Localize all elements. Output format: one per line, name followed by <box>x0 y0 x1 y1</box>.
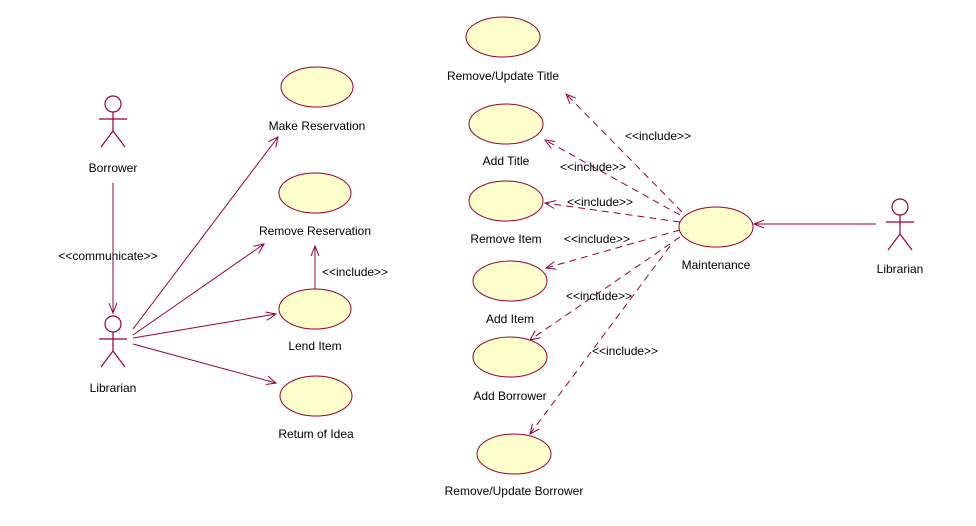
usecase-label: Remove Reservation <box>259 224 371 238</box>
include-add-item[interactable] <box>544 229 681 270</box>
arrowhead <box>268 136 279 148</box>
include-stereotype-5: <<include>> <box>566 289 632 303</box>
arrowhead <box>544 261 557 270</box>
include-remove-update-title[interactable] <box>565 93 683 213</box>
usecase-label: Add Item <box>486 312 534 326</box>
association-maintenance[interactable] <box>752 219 876 229</box>
include-add-title[interactable] <box>543 139 681 216</box>
include-line <box>565 93 683 213</box>
include-remove-update-borrower[interactable] <box>529 245 671 435</box>
usecase-add-title[interactable]: Add Title <box>468 103 544 168</box>
communicate-stereotype: <<communicate>> <box>58 249 157 263</box>
usecase-label: Lend Item <box>288 339 341 353</box>
include-lend-remove-reservation[interactable] <box>310 244 320 290</box>
actor-librarian-left-label: Librarian <box>90 381 137 395</box>
actor-leg-right <box>112 350 126 368</box>
usecase-label: Retum of Idea <box>278 427 354 441</box>
usecase-label: Remove/Update Title <box>447 69 559 83</box>
actor-head <box>891 198 909 216</box>
association-return-of-idea[interactable] <box>132 343 278 385</box>
actor-head <box>104 315 122 333</box>
usecase-ellipse <box>468 103 544 145</box>
arrowhead <box>310 244 320 257</box>
actor-librarian-right-label: Librarian <box>877 262 924 276</box>
actor-leg-right <box>112 130 126 148</box>
usecase-return-of-idea[interactable]: Retum of Idea <box>278 375 354 441</box>
usecase-label: Make Reservation <box>269 119 366 133</box>
usecase-label: Maintenance <box>682 258 751 272</box>
arrowhead <box>253 243 265 254</box>
include-remove-item[interactable] <box>543 200 681 223</box>
usecase-label: Add Title <box>483 154 530 168</box>
arrowhead <box>543 200 557 209</box>
usecase-ellipse <box>280 66 354 108</box>
actor-leg-left <box>100 350 114 368</box>
include-line <box>544 139 681 216</box>
usecase-remove-update-title[interactable]: Remove/Update Title <box>447 16 559 83</box>
association-line <box>132 243 265 336</box>
arrowhead <box>529 330 541 341</box>
include-stereotype-2: <<include>> <box>560 160 626 174</box>
association-line <box>132 313 277 339</box>
usecase-remove-reservation[interactable]: Remove Reservation <box>259 172 371 238</box>
association-line <box>132 136 279 330</box>
usecase-ellipse <box>278 288 352 330</box>
include-line <box>529 236 681 341</box>
actor-borrower[interactable]: Borrower <box>89 95 138 175</box>
usecase-remove-update-borrower[interactable]: Remove/Update Borrower <box>445 433 584 498</box>
usecase-ellipse <box>678 206 754 248</box>
arrowhead <box>108 302 118 315</box>
actor-librarian-left[interactable]: Librarian <box>90 315 137 395</box>
usecase-label: Remove/Update Borrower <box>445 484 584 498</box>
arrowhead <box>265 375 278 385</box>
usecase-remove-item[interactable]: Remove Item <box>468 180 544 246</box>
include-stereotype-1: <<include>> <box>625 129 691 143</box>
usecase-ellipse <box>279 375 353 417</box>
communicate-association[interactable] <box>108 183 118 315</box>
arrowhead <box>752 219 765 229</box>
usecase-ellipse <box>278 172 352 214</box>
include-stereotype-6: <<include>> <box>592 344 658 358</box>
actor-librarian-right[interactable]: Librarian <box>877 198 924 276</box>
include-stereotype-3: <<include>> <box>567 195 633 209</box>
usecase-label: Remove Item <box>470 232 541 246</box>
association-line <box>132 343 277 384</box>
actor-leg-left <box>887 233 901 251</box>
usecase-make-reservation[interactable]: Make Reservation <box>269 66 366 133</box>
usecase-ellipse <box>468 180 544 222</box>
association-lend-item[interactable] <box>132 311 278 339</box>
association-remove-reservation[interactable] <box>132 243 265 336</box>
actor-leg-left <box>100 130 114 148</box>
usecase-add-item[interactable]: Add Item <box>472 260 548 326</box>
include-stereotype-lend: <<include>> <box>322 265 388 279</box>
usecase-ellipse <box>465 16 541 58</box>
include-line <box>529 245 671 435</box>
usecase-ellipse <box>476 433 552 475</box>
arrowhead <box>543 139 556 149</box>
usecase-lend-item[interactable]: Lend Item <box>278 288 352 353</box>
usecase-add-borrower[interactable]: Add Borrower <box>472 336 548 403</box>
usecase-ellipse <box>472 336 548 378</box>
include-stereotype-4: <<include>> <box>564 232 630 246</box>
usecase-label: Add Borrower <box>473 389 546 403</box>
usecase-maintenance[interactable]: Maintenance <box>678 206 754 272</box>
actor-borrower-label: Borrower <box>89 161 138 175</box>
actor-head <box>104 95 122 113</box>
actor-leg-right <box>899 233 913 251</box>
include-line <box>544 202 681 223</box>
usecase-ellipse <box>472 260 548 302</box>
arrowhead <box>265 311 278 321</box>
association-make-reservation[interactable] <box>132 136 279 330</box>
arrowhead <box>565 93 576 104</box>
arrowhead <box>529 423 540 435</box>
